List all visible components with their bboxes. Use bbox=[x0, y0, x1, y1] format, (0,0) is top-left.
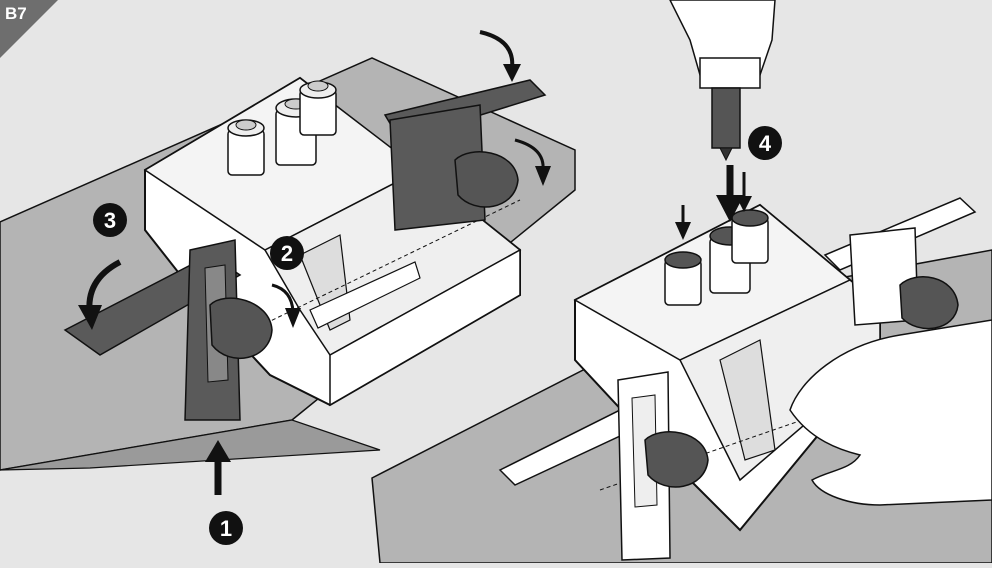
left-bushing-3 bbox=[299, 80, 337, 136]
step-marker-1: 1 bbox=[209, 511, 243, 545]
right-assembly bbox=[371, 0, 992, 564]
step-marker-4-label: 4 bbox=[759, 131, 772, 156]
step-marker-2: 2 bbox=[270, 236, 304, 270]
right-screw-3 bbox=[731, 209, 769, 264]
step-marker-2-label: 2 bbox=[281, 241, 293, 266]
arrow-rear-lever bbox=[479, 30, 521, 82]
step-marker-3: 3 bbox=[93, 203, 127, 237]
figure-label: B7 bbox=[5, 4, 27, 23]
hand bbox=[789, 319, 992, 506]
right-front-knob bbox=[644, 431, 709, 488]
figure-corner-tag bbox=[0, 0, 58, 58]
arrow-down-step-2 bbox=[271, 283, 301, 328]
arrow-drill-down bbox=[716, 165, 744, 222]
arrow-screw-left bbox=[675, 205, 691, 240]
right-screw-1 bbox=[664, 251, 702, 306]
step-marker-4: 4 bbox=[748, 126, 782, 160]
left-front-knob bbox=[209, 297, 273, 359]
left-rear-knob bbox=[454, 151, 519, 208]
right-rear-knob bbox=[899, 276, 959, 330]
arrow-rear-stop bbox=[514, 138, 551, 186]
drill bbox=[669, 0, 776, 162]
arrow-up-step-1 bbox=[205, 440, 231, 495]
left-assembly bbox=[0, 30, 576, 495]
arrow-screw-right bbox=[736, 172, 752, 212]
arrow-curve-step-3 bbox=[78, 259, 122, 330]
left-bushing-1 bbox=[227, 119, 265, 176]
step-marker-1-label: 1 bbox=[220, 516, 232, 541]
step-marker-3-label: 3 bbox=[104, 208, 116, 233]
